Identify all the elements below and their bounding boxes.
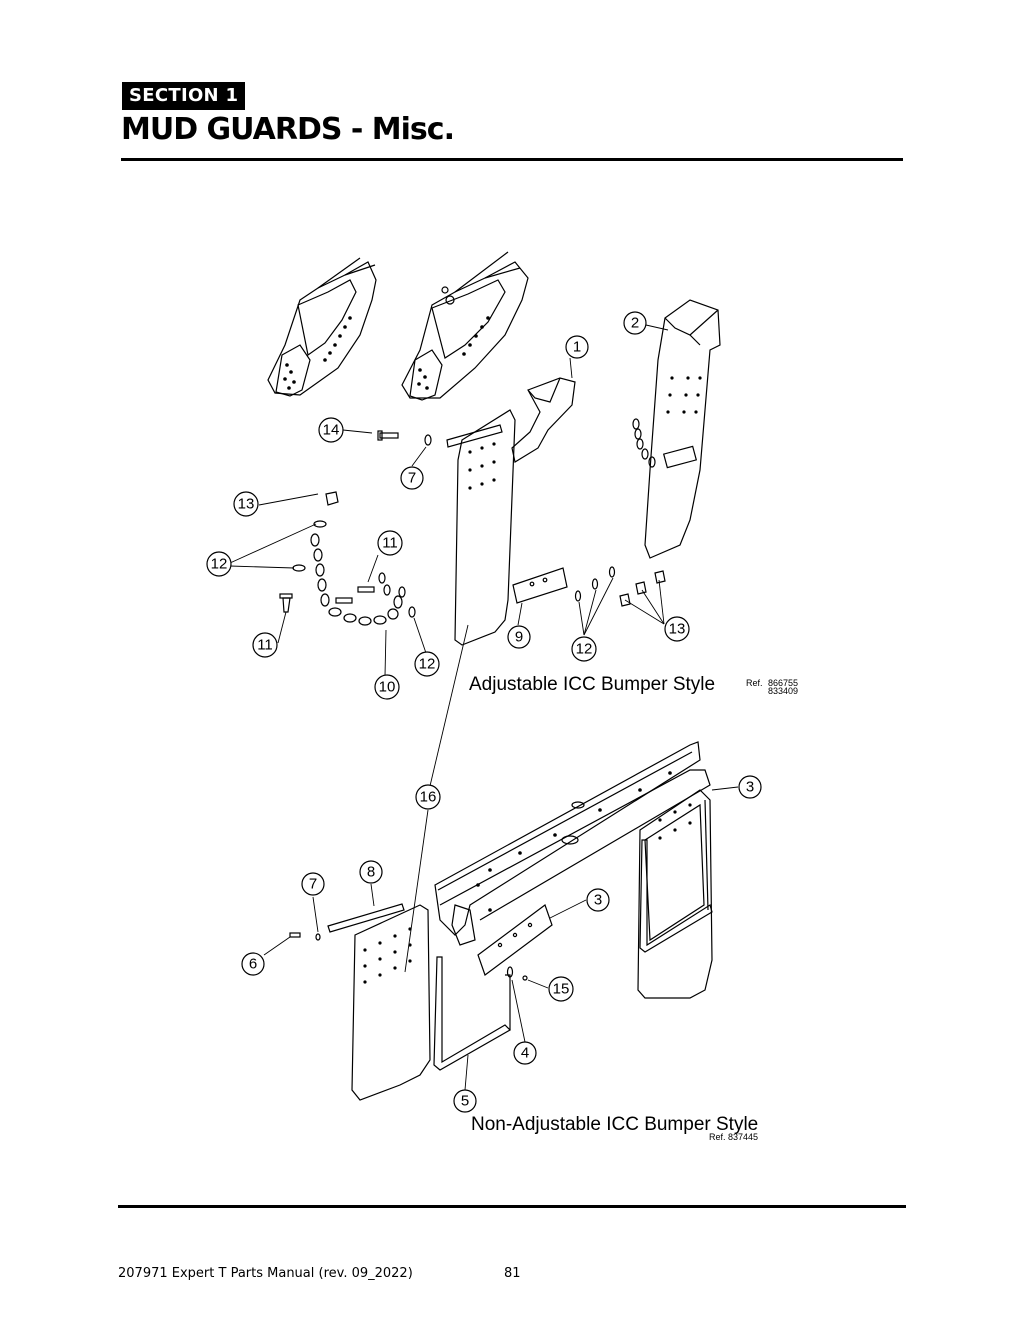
part-15-nut xyxy=(522,975,528,981)
part-7-washer-top xyxy=(424,434,432,446)
part-16-top-holes xyxy=(468,442,496,490)
adjustable-bracket-left xyxy=(267,257,377,397)
part-4-bolt xyxy=(506,966,514,978)
bracket-left-holes xyxy=(283,316,352,390)
part-5-frame xyxy=(433,956,511,1071)
part-13-nut-left xyxy=(325,491,339,506)
part-16-bottom-holes xyxy=(363,927,412,984)
callout-3: 3 xyxy=(594,892,602,909)
callout-5: 5 xyxy=(461,1093,469,1110)
ref-number-833409: 833409 xyxy=(768,686,798,696)
part-10-chain xyxy=(310,533,403,626)
section-label: SECTION 1 xyxy=(122,82,246,110)
part-12-washers-chain xyxy=(378,572,416,618)
part-2-holes xyxy=(666,376,702,414)
part-9-plate xyxy=(512,567,568,604)
callout-3: 3 xyxy=(746,779,754,796)
ref-number-866755: 866755 xyxy=(768,678,798,688)
callout-11: 11 xyxy=(257,637,273,654)
callout-9: 9 xyxy=(515,629,523,646)
callout-1: 1 xyxy=(573,339,581,356)
footer-manual: 207971 Expert T Parts Manual (rev. 09_20… xyxy=(118,1266,413,1281)
leader-lines xyxy=(229,324,739,1091)
bumper-tube xyxy=(434,741,711,946)
callout-14: 14 xyxy=(323,422,340,439)
caption-adjustable: Adjustable ICC Bumper Style xyxy=(469,674,715,695)
captions: Adjustable ICC Bumper Style Ref. 866755 … xyxy=(469,674,798,1142)
callout-10: 10 xyxy=(379,679,396,696)
caption-non-adjustable: Non-Adjustable ICC Bumper Style xyxy=(471,1114,758,1135)
callout-15: 15 xyxy=(553,981,570,998)
part-11-bolts xyxy=(279,586,375,613)
header-rule xyxy=(121,158,903,161)
footer-rule xyxy=(118,1205,906,1208)
part-14-bolt xyxy=(377,430,399,441)
part-3-plate-left xyxy=(477,904,553,976)
part-2-mudflap xyxy=(644,299,721,559)
part-12-washer-b xyxy=(292,564,306,572)
callout-balloons xyxy=(206,311,762,1113)
ref-label-adjustable: Ref. xyxy=(746,678,763,688)
callout-7: 7 xyxy=(309,876,317,893)
callout-numbers: 1 2 14 7 13 12 11 11 10 12 9 12 13 3 16 … xyxy=(211,315,755,1110)
callout-7: 7 xyxy=(408,470,416,487)
page-title: MUD GUARDS - Misc. xyxy=(121,112,455,147)
callout-12: 12 xyxy=(576,641,593,658)
callout-12: 12 xyxy=(419,656,436,673)
part-6-screw xyxy=(289,932,301,938)
bumper-holes xyxy=(476,771,672,912)
part-7-washer-bottom xyxy=(315,933,321,941)
part-1-bracket xyxy=(511,377,576,463)
part-13-nuts-right xyxy=(619,570,666,607)
part-12-washers-right xyxy=(574,566,616,602)
callout-2: 2 xyxy=(631,315,639,332)
callout-4: 4 xyxy=(521,1045,529,1062)
part-3-mudflap-right xyxy=(637,789,713,999)
callout-11: 11 xyxy=(382,535,398,552)
callout-8: 8 xyxy=(367,864,375,881)
part-12-washer-a xyxy=(313,520,327,528)
bracket-right-holes xyxy=(417,316,490,390)
ref-label-non-adjustable: Ref. 837445 xyxy=(709,1132,758,1142)
callout-16: 16 xyxy=(420,789,437,806)
part-2-chain xyxy=(632,418,698,469)
part-16-mudflap-top xyxy=(446,409,516,646)
callout-13: 13 xyxy=(669,621,686,638)
callout-12: 12 xyxy=(211,556,228,573)
part-3-right-holes xyxy=(658,803,692,840)
footer-page-number: 81 xyxy=(504,1266,521,1281)
part-8-strip xyxy=(327,903,405,933)
part-16-mudflap-bottom xyxy=(351,904,431,1101)
callout-13: 13 xyxy=(238,496,255,513)
adjustable-bracket-right xyxy=(401,251,529,401)
callout-6: 6 xyxy=(249,956,257,973)
part-5-frame-right xyxy=(639,799,713,953)
